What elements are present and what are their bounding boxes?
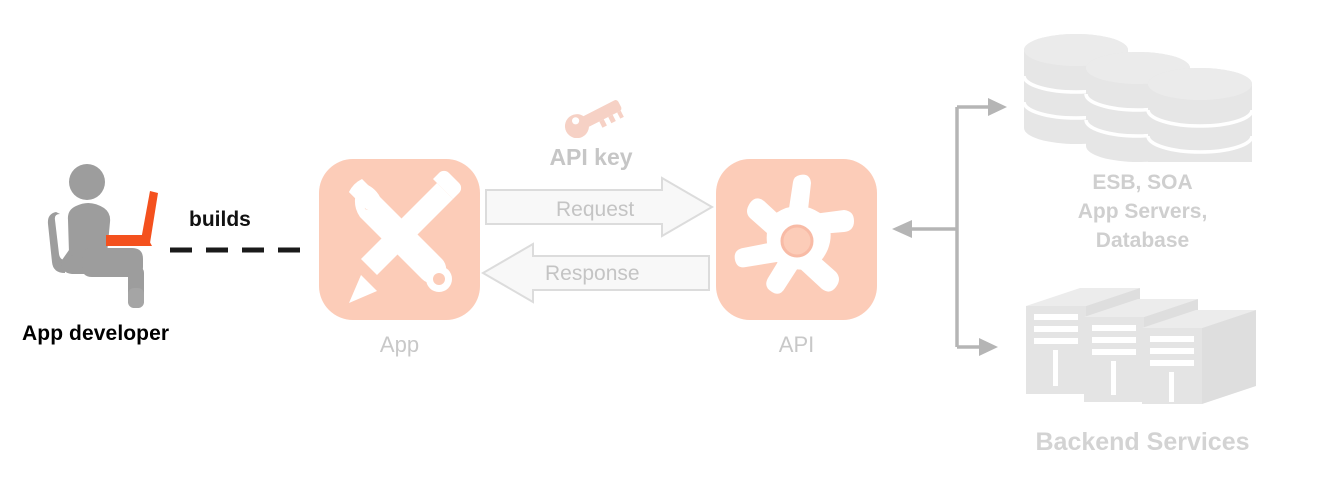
api-key-figure <box>561 98 625 139</box>
backend-stack-line-2: App Servers, <box>1077 200 1208 223</box>
elbow-arrow-up-right-icon <box>957 98 1007 116</box>
api-node-tile[interactable] <box>716 159 877 320</box>
builds-dashed-connector <box>168 243 308 255</box>
request-flow-label: Request <box>556 198 635 221</box>
person-sitting-with-laptop-icon <box>47 164 158 308</box>
block-arrow-right-icon <box>485 176 714 238</box>
backend-stack-line-3: Database <box>1095 229 1190 252</box>
key-icon <box>564 100 624 139</box>
api-node-label: API <box>778 332 815 357</box>
databases-figure <box>1016 32 1266 178</box>
builds-label: builds <box>189 208 251 231</box>
database-cylinders-icon <box>1022 34 1254 178</box>
app-node-tile[interactable] <box>319 159 480 320</box>
backend-services-title: Backend Services <box>1035 428 1250 456</box>
backend-stack-label: ESB, SOA App Servers, Database <box>1010 168 1275 255</box>
wrench-and-pencil-icon <box>349 170 462 303</box>
api-starburst-icon <box>734 174 854 294</box>
app-node-label: App <box>379 332 420 357</box>
app-developer-label: App developer <box>22 322 170 345</box>
server-racks-icon <box>1026 288 1256 404</box>
backend-connector-group <box>884 90 1024 360</box>
response-flow-arrow[interactable] <box>481 242 711 304</box>
elbow-arrow-down-right-icon <box>957 338 998 356</box>
backend-stack-line-1: ESB, SOA <box>1092 171 1193 194</box>
arrow-left-icon <box>892 220 957 238</box>
block-arrow-left-icon <box>481 242 710 304</box>
app-developer-figure <box>40 160 190 310</box>
servers-figure <box>1018 284 1268 404</box>
response-flow-label: Response <box>545 262 640 285</box>
api-key-label: API key <box>549 144 633 170</box>
server-unit-3 <box>1142 310 1256 404</box>
request-flow-arrow[interactable] <box>484 176 716 238</box>
